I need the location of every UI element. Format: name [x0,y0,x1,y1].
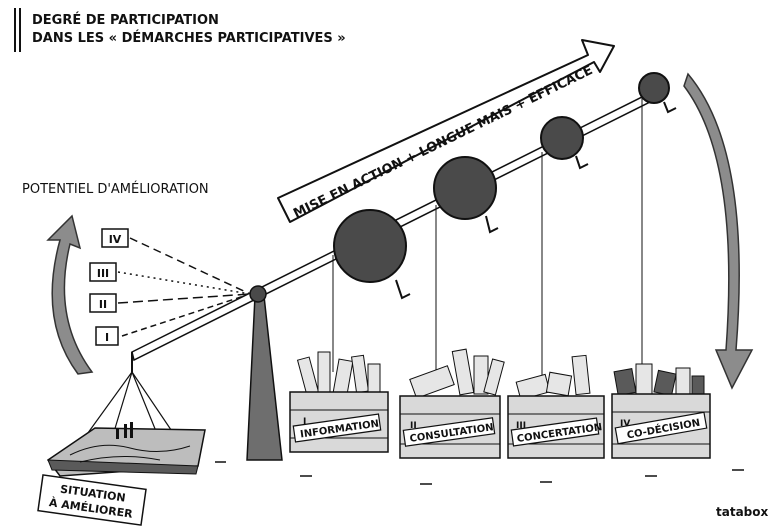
crate-codecision-numeral: IV [620,419,630,429]
crate-information-contents [296,351,381,396]
title-bars [14,8,21,52]
crate-concertation-contents [515,354,591,401]
level-i-label: I [105,331,109,344]
crate-consultation-numeral: II [410,421,417,431]
crate-information-numeral: I [303,417,306,427]
level-box-ii: II [89,293,117,313]
crate-concertation: III CONCERTATION [507,354,605,459]
crate-information: I INFORMATION [289,351,389,453]
weight-ball-consultation [433,156,499,234]
weight-ball-information [333,209,411,300]
level-box-i: I [95,326,119,346]
weight-ball-concertation [540,116,589,170]
situation-label-box: SITUATION À AMÉLIORER [37,474,147,526]
crate-consultation: II CONSULTATION [399,348,505,459]
title-line-1: DEGRÉ DE PARTICIPATION [32,12,219,28]
pivot-pillar [246,285,283,461]
level-iv-label: IV [109,233,122,246]
title-line-2: DANS LES « DÉMARCHES PARTICIPATIVES » [32,30,346,46]
level-box-iv: IV [101,228,129,248]
curved-arrow-down-icon [683,72,754,390]
potential-label: POTENTIEL D'AMÉLIORATION [22,181,209,197]
crate-codecision: IV CO-DÉCISION [611,363,711,459]
ball-strings [332,96,643,378]
level-iii-label: III [97,267,109,280]
crate-consultation-contents [409,348,505,399]
tatabox-logo: tatabox [716,505,768,519]
ground-marks [215,461,744,485]
crate-concertation-numeral: III [516,421,526,431]
effort-arrow [277,39,615,223]
level-box-iii: III [89,262,117,282]
crate-codecision-contents [613,363,705,397]
scale-pan [46,371,206,477]
level-ii-label: II [99,298,107,311]
level-lines [117,237,251,337]
curved-arrow-up-icon [46,214,94,375]
weight-ball-codecision [638,72,677,114]
